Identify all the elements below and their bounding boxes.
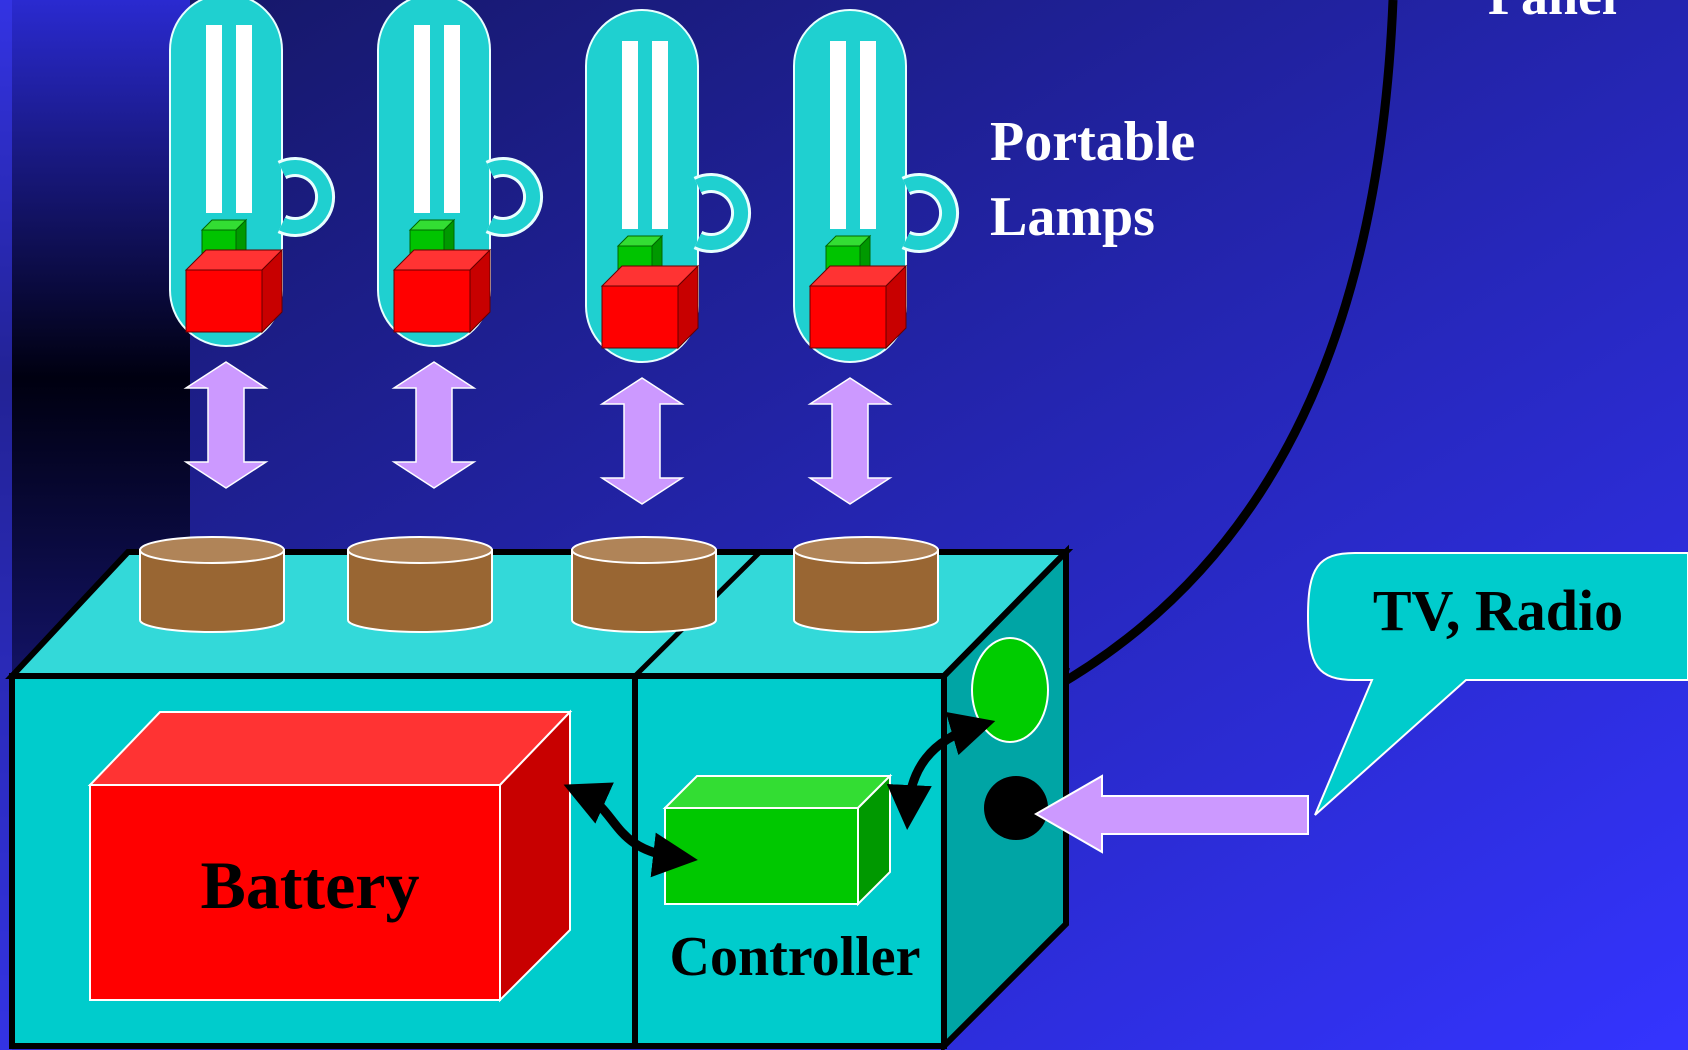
socket-3-icon	[571, 536, 717, 633]
tv-radio-label: TV, Radio	[1373, 578, 1623, 643]
controller-block: Controller	[662, 773, 921, 988]
portable-lamps-label-line2: Lamps	[990, 186, 1155, 248]
battery-block: Battery	[87, 709, 573, 1003]
tv-radio-callout: TV, Radio	[1306, 552, 1688, 816]
portable-lamps-label-line1: Portable	[990, 111, 1195, 173]
socket-2-icon	[347, 536, 493, 633]
panel-label: Panel	[1488, 0, 1617, 26]
output-port-icon	[984, 776, 1048, 840]
socket-1-icon	[139, 536, 285, 633]
controller-port-link	[886, 711, 996, 830]
battery-label: Battery	[200, 847, 419, 923]
panel-cable	[1047, 0, 1398, 694]
socket-4-icon	[793, 536, 939, 633]
panel-port-icon	[971, 637, 1049, 743]
controller-label: Controller	[670, 926, 921, 988]
tv-radio-arrow-icon	[1033, 774, 1309, 854]
battery-controller-link	[563, 782, 698, 878]
